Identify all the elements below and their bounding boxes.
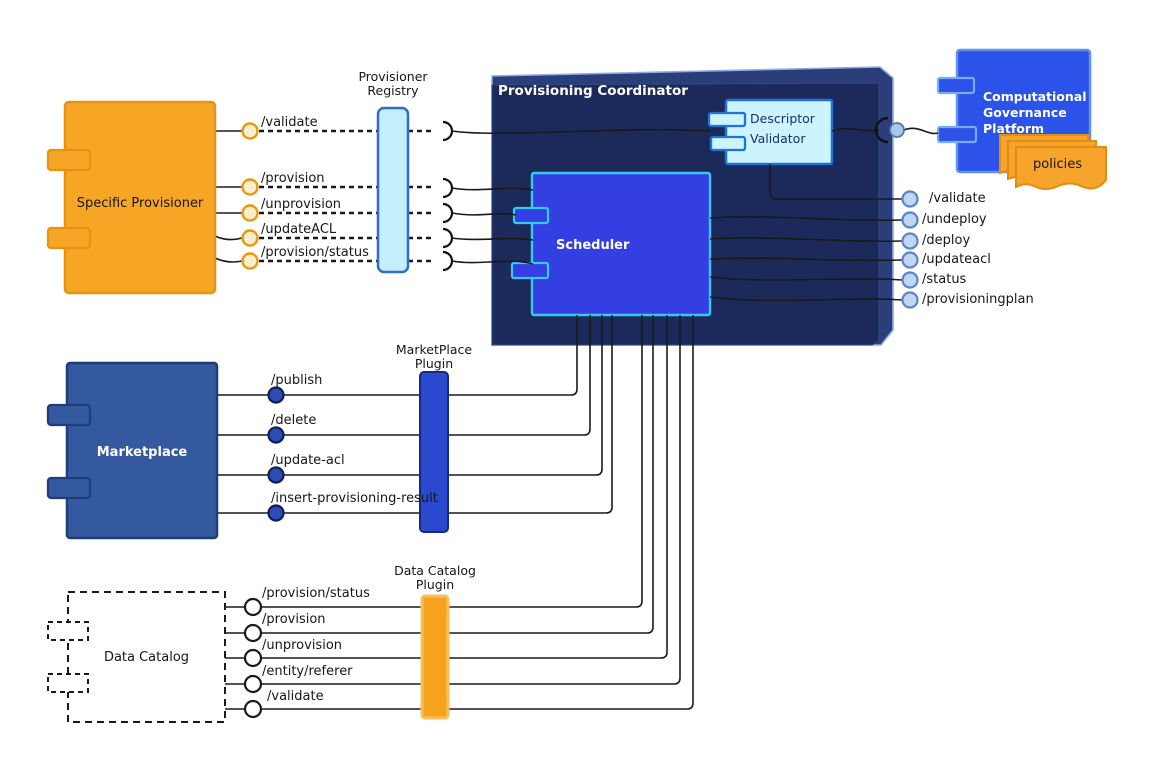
socket-icon <box>442 250 454 272</box>
endpoint-label: /delete <box>271 413 317 428</box>
lollipop-interface-icon <box>267 466 285 484</box>
data-catalog-plugin-label: Data Catalog Plugin <box>394 563 476 592</box>
connector-lines <box>214 127 939 710</box>
endpoint-label: /provision/status <box>262 586 370 601</box>
provisioner-registry-bar <box>376 106 410 274</box>
marketplace-lollipops <box>267 386 285 522</box>
lollipop-interface-icon <box>267 504 285 522</box>
descriptor-validator-label: Descriptor Validator <box>750 111 815 146</box>
policies-artifact-icon <box>999 134 1107 190</box>
component-port-icon <box>47 621 89 641</box>
lollipop-interface-icon <box>243 623 263 643</box>
scheduler-port-icon <box>510 261 550 280</box>
endpoint-label: /entity/referer <box>262 664 353 679</box>
data-catalog-plugin-bar <box>420 594 450 720</box>
socket-icons <box>442 120 454 272</box>
endpoint-label: /unprovision <box>262 638 343 653</box>
endpoint-label: /update-acl <box>271 453 345 468</box>
descriptor-validator-port-icon <box>709 135 747 152</box>
cgp-port-icon <box>936 125 978 144</box>
marketplace-box <box>46 361 219 540</box>
endpoint-label: /provisioningplan <box>922 292 1034 307</box>
component-port-icon <box>47 673 89 693</box>
endpoint-label: /provision/status <box>261 245 369 260</box>
dashed-connector-lines <box>259 129 433 263</box>
marketplace-plugin-bar <box>419 371 449 533</box>
data-catalog-lollipops <box>243 597 263 719</box>
lollipop-interface-icon <box>241 178 259 196</box>
data-catalog-box <box>47 591 226 723</box>
lollipop-interface-icon <box>243 674 263 694</box>
policies-label: policies <box>1033 157 1082 172</box>
component-port-icon <box>46 148 92 172</box>
endpoint-label: /updateACL <box>261 222 337 237</box>
marketplace-plugin-label: MarketPlace Plugin <box>395 342 473 371</box>
lollipop-interface-icon <box>901 291 919 309</box>
lollipop-interface-icon <box>901 211 919 229</box>
cgp-label: Computational Governance Platform <box>983 89 1087 136</box>
endpoint-label: /validate <box>267 689 324 704</box>
component-port-icon <box>46 476 92 500</box>
endpoint-label: /status <box>922 272 967 287</box>
marketplace-label: Marketplace <box>96 445 188 460</box>
socket-icon <box>874 116 889 144</box>
lollipop-interface-icon <box>241 122 259 140</box>
lollipop-interface-icon <box>243 648 263 668</box>
endpoint-label: /insert-provisioning-result <box>271 491 438 506</box>
lollipop-interface-icon <box>901 232 919 250</box>
socket-icon <box>442 227 454 249</box>
endpoint-label: /validate <box>261 115 318 130</box>
data-catalog-label: Data Catalog <box>103 650 190 665</box>
cgp-port-icon <box>936 76 976 95</box>
provisioner-registry-label: Provisioner Registry <box>358 69 428 98</box>
lollipop-interface-icon <box>901 190 919 208</box>
descriptor-validator-box <box>707 98 834 166</box>
lollipop-interface-icon <box>243 699 263 719</box>
component-port-icon <box>46 403 92 427</box>
lollipop-interface-icon <box>267 386 285 404</box>
ball-socket-joint <box>874 116 905 144</box>
scheduler-port-icon <box>512 206 550 225</box>
specific-provisioner-label: Specific Provisioner <box>76 196 204 211</box>
ball-interface-icon <box>889 122 905 138</box>
socket-icon <box>442 177 454 199</box>
endpoint-label: /provision <box>262 612 326 627</box>
provisioning-coordinator-label: Provisioning Coordinator <box>498 83 688 99</box>
endpoint-label: /unprovision <box>261 197 342 212</box>
lollipop-interface-icon <box>901 251 919 269</box>
socket-icon <box>442 202 454 224</box>
lollipop-interface-icon <box>901 271 919 289</box>
component-port-icon <box>46 226 92 250</box>
specific-provisioner-lollipops <box>241 122 259 270</box>
lollipop-interface-icon <box>241 204 259 222</box>
endpoint-label: /provision <box>261 171 325 186</box>
socket-icon <box>442 120 454 142</box>
descriptor-validator-port-icon <box>707 111 747 128</box>
specific-provisioner-box <box>46 100 217 295</box>
lollipop-interface-icon <box>267 426 285 444</box>
lollipop-interface-icon <box>241 229 259 247</box>
endpoint-label: /deploy <box>922 233 971 248</box>
endpoint-label: /undeploy <box>922 212 987 227</box>
endpoint-label: /publish <box>271 373 323 388</box>
endpoint-label: /updateacl <box>922 252 991 267</box>
coordinator-endpoint-lollipops <box>901 190 919 309</box>
endpoint-label: /validate <box>929 191 986 206</box>
scheduler-label: Scheduler <box>556 238 630 253</box>
lollipop-interface-icon <box>241 252 259 270</box>
lollipop-interface-icon <box>243 597 263 617</box>
